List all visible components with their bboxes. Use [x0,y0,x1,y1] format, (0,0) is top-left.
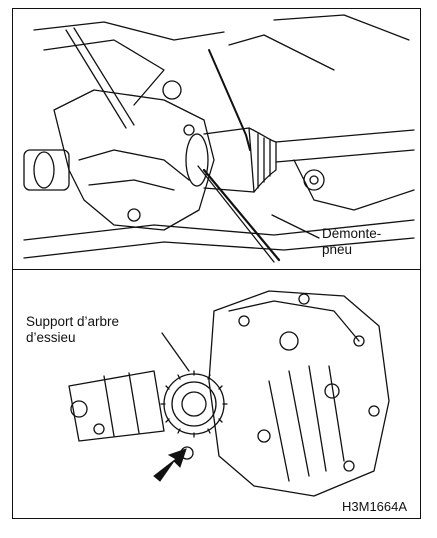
crossmember-lower [23,237,415,259]
support-rod-2 [73,27,135,126]
left-shaft-stub [23,149,70,191]
differential-side-drawing [68,290,390,497]
cover-ribs [268,365,345,482]
support-rod [65,29,127,129]
chassis-bracket [43,39,165,106]
shaft-support-label-line1: Support d’arbre [26,314,120,329]
panel-divider [12,269,421,270]
flange-bolt [70,400,88,418]
fill-plug [324,383,340,399]
crossmember [23,219,415,241]
drive-shaft-removal-drawing [23,14,415,263]
case-bolt-2 [298,293,310,305]
cv-joint-flange [185,133,209,187]
upper-frame-line [273,14,410,41]
support-leader-line [161,332,190,372]
case-boss [257,429,271,443]
chassis-edge [33,21,225,41]
drive-shaft [275,129,415,163]
tire-lever-label-line2: pneu [322,242,353,257]
tire-lever-top [208,49,251,151]
flange-bolt-2 [93,423,105,435]
arrow-indicator-icon [153,448,187,482]
top-panel-illustration [14,10,419,268]
case-bolt [238,315,250,327]
housing-bolt-3 [162,80,182,100]
shaft-support-label-line2: d’essieu [26,330,76,345]
suspension-arm [293,159,415,211]
differential-housing [53,89,215,231]
cv-joint-body [203,127,255,193]
differential-case [208,290,390,497]
case-bolt-4 [368,405,380,417]
drain-plug [279,331,299,351]
arm-bushing [303,169,325,191]
housing-rib-2 [88,179,175,191]
side-gear-support-inner [171,381,217,427]
bottom-panel-illustration [14,271,419,517]
case-bolt-5 [343,460,355,472]
figure-frame [12,8,421,519]
tool-leader-line [271,214,320,239]
tire-lever-label-line1: Démonte- [322,226,382,241]
cv-boot [248,127,277,193]
housing-rib [78,149,190,181]
left-shaft-end [33,151,55,189]
housing-bolt-2 [183,124,195,136]
upper-frame-line-2 [228,34,335,71]
cv-boot-pleats [257,133,271,189]
input-flange [68,370,165,442]
housing-bolt [127,208,141,222]
case-top-ridge [228,300,360,342]
case-bolt-3 [353,335,365,347]
arm-bushing-center [309,175,319,185]
tire-lever-handle-edge [197,165,275,263]
figure-reference-code: H3M1664A [342,499,408,514]
tire-lever-handle [202,168,281,262]
flange-ribs [103,372,140,437]
side-gear-bore [181,391,207,417]
gear-teeth [160,370,228,438]
